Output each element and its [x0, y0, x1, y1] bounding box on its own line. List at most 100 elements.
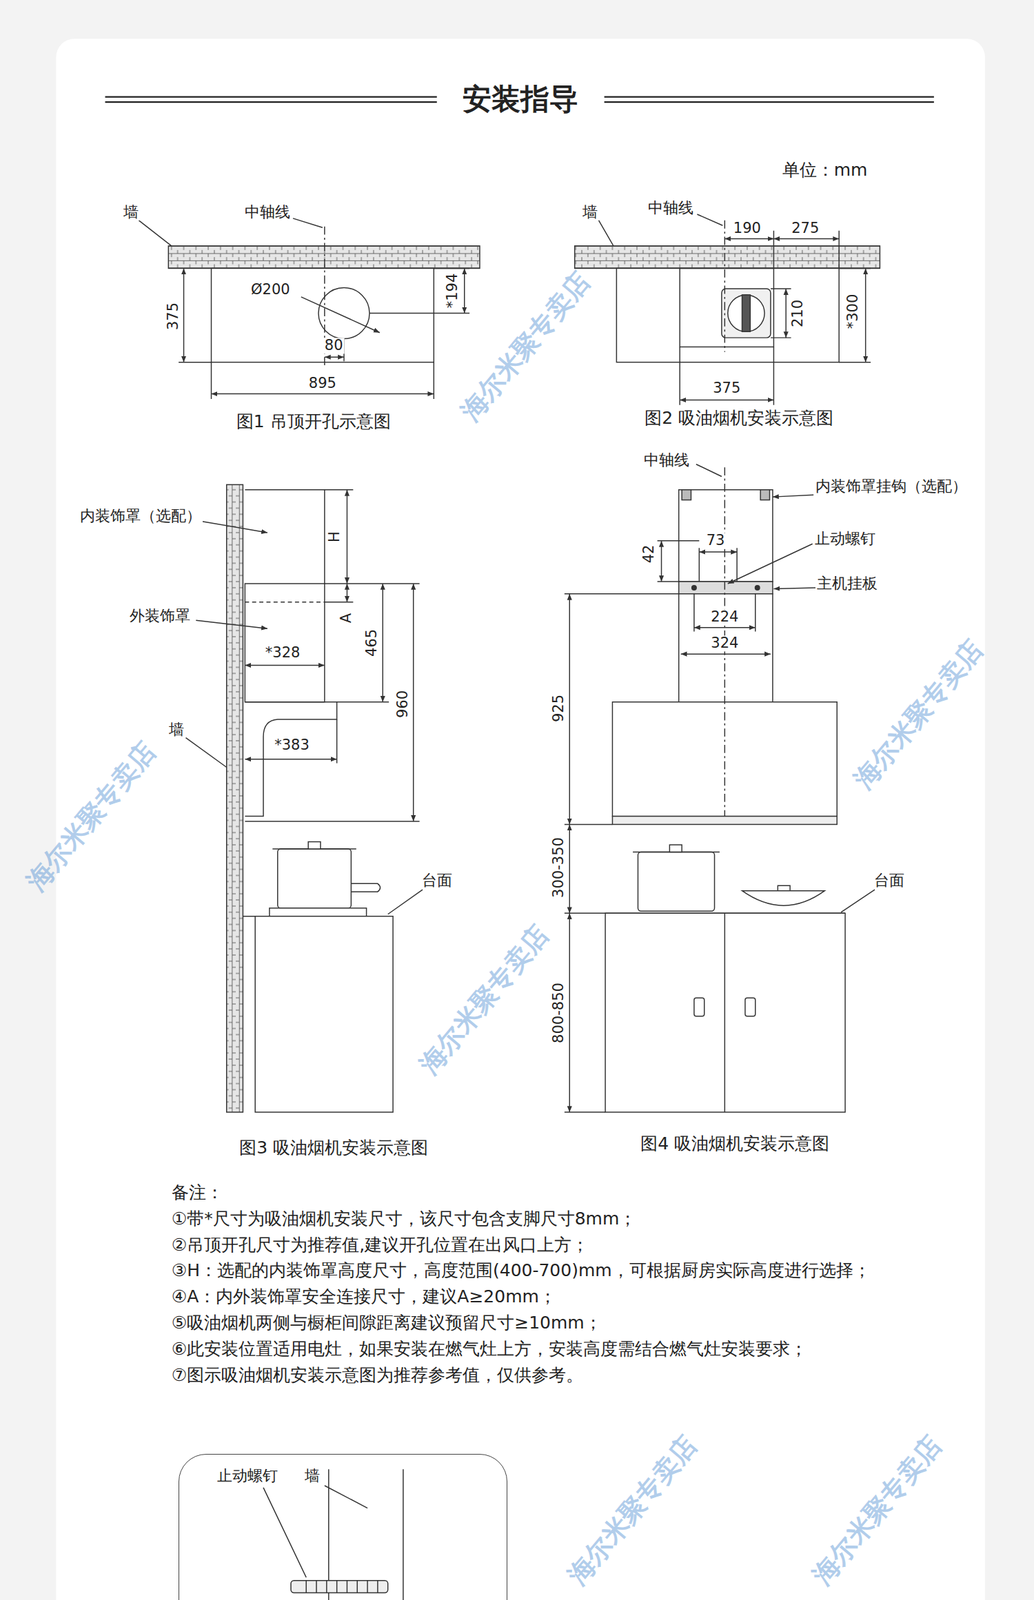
dimension: 960 — [394, 689, 411, 720]
note-line: ⑤吸油烟机两侧与橱柜间隙距离建议预留尺寸≥10mm； — [171, 1310, 888, 1337]
part-label: 墙 — [122, 204, 140, 221]
hood-front-figure-part — [678, 594, 773, 703]
hood-top-figure-part — [865, 268, 866, 362]
hood-front-figure-part — [661, 541, 662, 582]
hood-side-figure-part — [337, 701, 390, 703]
note-line: ②吊顶开孔尺寸为推荐值,建议开孔位置在出风口上方； — [171, 1232, 888, 1259]
dimension: 275 — [789, 220, 821, 237]
hood-top-figure-part — [679, 399, 774, 401]
card-panel — [55, 38, 985, 1600]
ceiling-cutout-figure-part — [178, 361, 211, 363]
dimension: 375 — [165, 301, 182, 332]
part-label: 台面 — [420, 872, 454, 890]
dimension: 300-350 — [551, 836, 568, 900]
hood-front-figure-part — [694, 627, 756, 628]
stop-screw-detail-part — [290, 1581, 389, 1594]
hood-top-figure — [574, 214, 881, 406]
hood-front-figure-part — [681, 490, 691, 501]
hood-front-figure-part — [692, 585, 697, 591]
ceiling-cutout-figure — [138, 218, 480, 400]
hood-side-figure-part — [195, 620, 268, 629]
hood-side-figure-part — [244, 665, 324, 666]
axis-label: 中轴线 — [642, 452, 691, 469]
hood-side-figure-part — [277, 849, 352, 909]
part-label: 墙 — [303, 1468, 322, 1485]
hood-front-figure-part — [657, 541, 700, 582]
hood-side-figure-part — [255, 916, 393, 1113]
ceiling-cutout-figure-part — [168, 246, 480, 269]
hood-side-figure-part — [244, 702, 337, 817]
hood-top-figure-part — [724, 238, 774, 240]
dimension: 80 — [323, 337, 345, 354]
hood-front-figure-part — [840, 889, 875, 913]
axis-label: 中轴线 — [646, 199, 695, 217]
installation-drawing-part — [55, 38, 985, 1600]
figure-caption: 图1 吊顶开孔示意图 — [235, 412, 393, 432]
part-label: 外装饰罩 — [128, 607, 192, 625]
hood-side-figure-part — [244, 583, 324, 703]
ceiling-cutout-figure-part — [324, 357, 344, 358]
dimension: 465 — [364, 627, 381, 659]
part-label: 墙 — [581, 204, 600, 221]
dimension: *328 — [264, 645, 302, 662]
hood-side-figure-part — [382, 583, 384, 703]
dimension: 324 — [709, 636, 740, 653]
hood-top-figure-part — [742, 295, 751, 332]
hood-top-figure-part — [679, 268, 774, 347]
ceiling-cutout-figure-part — [292, 218, 323, 228]
ceiling-cutout-figure-part — [463, 268, 465, 313]
dimension: H — [326, 530, 343, 544]
unit-label: 单位：mm — [781, 161, 870, 181]
hood-top-figure-part — [721, 288, 771, 338]
stop-screw-detail — [263, 1469, 404, 1600]
dimension: 224 — [709, 609, 740, 626]
note-line: ③H：选配的内装饰罩高度尺寸，高度范围(400-700)mm，可根据厨房实际高度… — [171, 1258, 888, 1285]
hood-top-figure-part — [696, 214, 723, 226]
note-line: ⑥此安装位置适用电灶，如果安装在燃气灶上方，安装高度需结合燃气灶安装要求； — [171, 1336, 888, 1363]
hood-side-figure — [185, 484, 423, 1113]
hood-side-figure-part — [244, 601, 324, 603]
dimension: 42 — [641, 543, 657, 566]
hood-front-figure-part — [754, 585, 760, 591]
dimension: *194 — [445, 272, 462, 311]
hood-front-figure-part — [724, 913, 726, 1113]
dimension: 210 — [789, 298, 806, 329]
dimension: *383 — [272, 738, 311, 755]
figure-caption: 图3 吸油烟机安装示意图 — [237, 1138, 430, 1159]
axis-label: 中轴线 — [243, 204, 292, 221]
note-line: ①带*尺寸为吸油烟机安装尺寸，该尺寸包含支脚尺寸8mm； — [171, 1206, 888, 1233]
hood-front-figure-part — [569, 594, 571, 826]
notes-block: 备注：①带*尺寸为吸油烟机安装尺寸，该尺寸包含支脚尺寸8mm；②吊顶开孔尺寸为推… — [171, 1180, 888, 1390]
detail-inset-box: 止动螺钉墙 — [178, 1454, 508, 1600]
hood-front-figure-part — [669, 845, 682, 853]
dimension: A — [339, 612, 356, 625]
hood-top-figure-part — [770, 288, 792, 338]
dimension: Ø200 — [249, 281, 292, 298]
hood-front-figure-part — [694, 998, 705, 1017]
hood-top-figure-part — [598, 219, 614, 246]
hood-front-figure-part — [605, 913, 846, 1113]
part-label: 内装饰罩挂钩（选配） — [814, 478, 969, 495]
hood-side-figure-part — [388, 889, 423, 915]
hood-side-figure-part — [308, 842, 321, 850]
hood-side-figure-part — [346, 583, 348, 603]
hood-side-figure-part — [244, 758, 337, 760]
hood-side-figure-part — [346, 490, 348, 584]
hood-front-figure-part — [569, 824, 571, 914]
stop-screw-detail-part — [306, 1581, 378, 1594]
part-label: 内装饰罩（选配） — [78, 508, 203, 525]
hood-side-figure-part — [226, 484, 244, 1113]
hood-side-figure-part — [185, 738, 227, 768]
hood-top-figure-part — [727, 295, 765, 332]
page-title: 安装指导 — [457, 83, 584, 116]
hood-front-figure-part — [727, 543, 813, 584]
hood-top-figure-part — [773, 238, 839, 240]
ceiling-cutout-figure-part — [369, 268, 470, 313]
part-label: 主机挂板 — [815, 575, 879, 593]
hood-front-figure-part — [698, 551, 737, 553]
ceiling-cutout-figure-part — [138, 220, 171, 247]
part-label: 止动螺钉 — [813, 530, 877, 548]
hood-side-figure-part — [324, 601, 353, 603]
note-line: ⑦图示吸油烟机安装示意图为推荐参考值，仅供参考。 — [171, 1362, 888, 1390]
